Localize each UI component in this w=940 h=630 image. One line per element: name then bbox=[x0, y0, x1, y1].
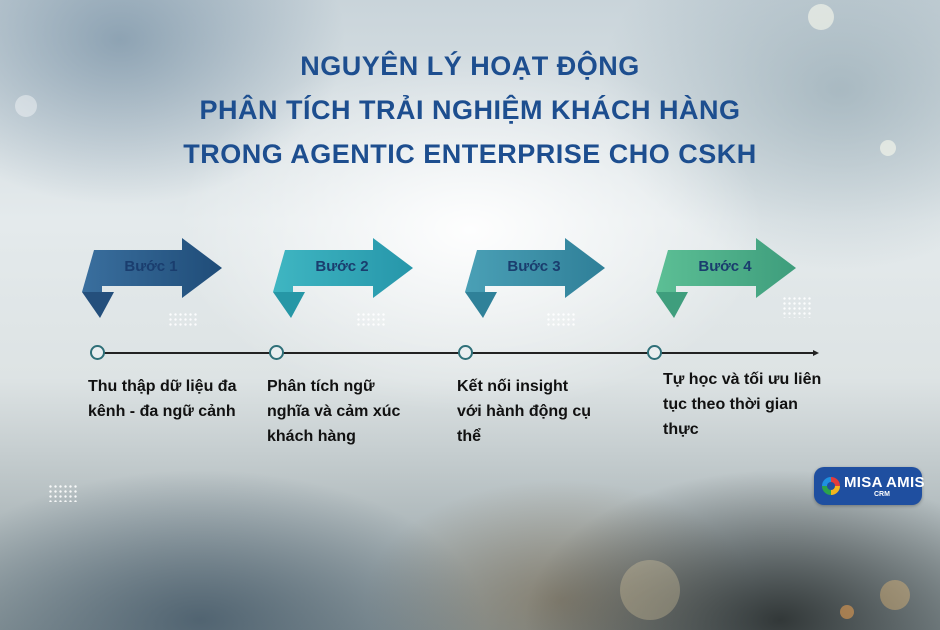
step-1-description: Thu thập dữ liệu đa kênh - đa ngữ cảnh bbox=[88, 378, 237, 420]
title-line-3: TRONG AGENTIC ENTERPRISE CHO CSKH bbox=[183, 139, 757, 169]
logo-brand: MISA AMIS bbox=[844, 474, 925, 491]
step-2-description: Phân tích ngữ nghĩa và cảm xúc khách hàn… bbox=[267, 378, 401, 445]
dot-grid-decoration bbox=[782, 296, 812, 318]
dot-grid-decoration bbox=[356, 312, 386, 326]
misa-amis-logo: MISA AMIS CRM bbox=[814, 467, 925, 505]
brand-icon bbox=[822, 477, 840, 495]
arrow-icon bbox=[465, 238, 605, 318]
step-3-description: Kết nối insight với hành động cụ thể bbox=[457, 378, 592, 445]
timeline-node-3 bbox=[458, 345, 473, 360]
bokeh-light bbox=[808, 4, 834, 30]
timeline-node-2 bbox=[269, 345, 284, 360]
dot-grid-decoration bbox=[48, 484, 78, 502]
bokeh-light bbox=[880, 580, 910, 610]
bokeh-light bbox=[840, 605, 854, 619]
step-2-arrow: Bước 2 bbox=[273, 236, 418, 320]
timeline-line bbox=[97, 352, 815, 354]
bokeh-light bbox=[620, 560, 680, 620]
title-line-1: NGUYÊN LÝ HOẠT ĐỘNG bbox=[300, 51, 640, 81]
timeline-node-4 bbox=[647, 345, 662, 360]
dot-grid-decoration bbox=[168, 312, 198, 326]
step-4-arrow: Bước 4 bbox=[656, 236, 801, 320]
step-1-arrow: Bước 1 bbox=[82, 236, 227, 320]
arrow-icon bbox=[656, 238, 796, 318]
arrow-icon bbox=[273, 238, 413, 318]
step-label: Bước 2 bbox=[315, 258, 369, 275]
step-4-description: Tự học và tối ưu liên tục theo thời gian… bbox=[663, 371, 822, 438]
step-label: Bước 3 bbox=[507, 258, 561, 275]
step-label: Bước 4 bbox=[698, 258, 752, 275]
step-3-arrow: Bước 3 bbox=[465, 236, 610, 320]
timeline-node-1 bbox=[90, 345, 105, 360]
arrow-icon bbox=[82, 238, 222, 318]
step-label: Bước 1 bbox=[124, 258, 178, 275]
timeline-arrowhead bbox=[813, 349, 819, 356]
logo-sub: CRM bbox=[874, 491, 890, 498]
title-line-2: PHÂN TÍCH TRẢI NGHIỆM KHÁCH HÀNG bbox=[199, 95, 741, 125]
dot-grid-decoration bbox=[546, 312, 576, 326]
page-title: NGUYÊN LÝ HOẠT ĐỘNG PHÂN TÍCH TRẢI NGHIỆ… bbox=[0, 44, 940, 176]
